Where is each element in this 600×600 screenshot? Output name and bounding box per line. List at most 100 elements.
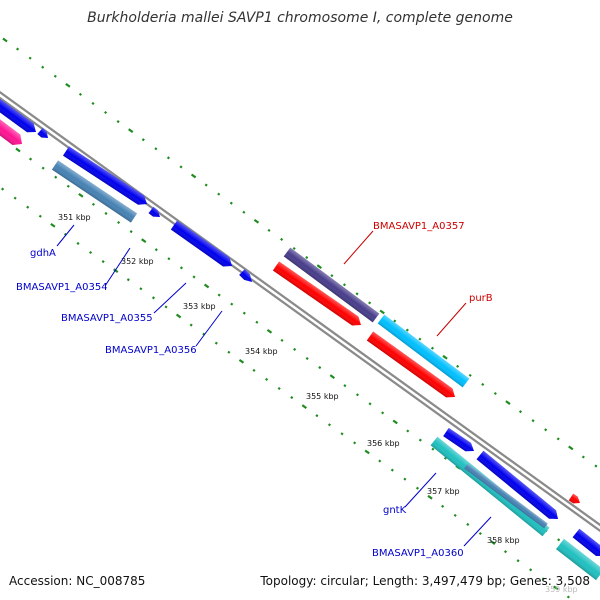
tick-dot bbox=[415, 486, 420, 490]
tick-dot bbox=[50, 222, 56, 228]
map-title: Burkholderia mallei SAVP1 chromosome I, … bbox=[87, 10, 513, 26]
tick-dot bbox=[292, 246, 296, 251]
tick-dot bbox=[29, 157, 33, 161]
tick-dot bbox=[305, 256, 309, 260]
gene-red-small[interactable] bbox=[568, 493, 582, 507]
tick-dot bbox=[1, 187, 5, 191]
gene-label-BMASAVP1_A0355[interactable]: BMASAVP1_A0355 bbox=[61, 313, 153, 324]
gene-label-BMASAVP1_A0356[interactable]: BMASAVP1_A0356 bbox=[105, 345, 197, 356]
tick-dot bbox=[167, 257, 171, 261]
tick-dot bbox=[453, 513, 457, 517]
tick-dot bbox=[418, 337, 422, 341]
tick-dot bbox=[318, 366, 322, 370]
tick-dot bbox=[227, 350, 231, 354]
tick-dot bbox=[390, 468, 394, 472]
tick-dot bbox=[217, 293, 221, 297]
tick-dot bbox=[392, 419, 398, 425]
tick-dot bbox=[192, 275, 196, 279]
tick-dot bbox=[265, 377, 269, 381]
gene-label-BMASAVP1_A0360[interactable]: BMASAVP1_A0360 bbox=[372, 548, 464, 559]
tick-dot bbox=[418, 438, 422, 442]
tick-dot bbox=[493, 391, 497, 396]
tick-dot bbox=[104, 110, 108, 115]
tick-dot bbox=[65, 82, 71, 88]
tick-dot bbox=[203, 283, 210, 289]
tick-dot bbox=[230, 302, 234, 306]
accession-text: Accession: NC_008785 bbox=[9, 574, 146, 588]
tick-dot bbox=[315, 414, 319, 418]
scale-label: 352 kbp bbox=[121, 257, 154, 266]
tick-dot bbox=[141, 138, 145, 142]
gene-purB[interactable] bbox=[377, 314, 470, 388]
tick-dot bbox=[406, 429, 410, 433]
tick-dot bbox=[76, 241, 80, 245]
gene-gdhA[interactable] bbox=[51, 160, 138, 223]
tick-dot bbox=[355, 393, 360, 397]
tick-dot bbox=[166, 156, 170, 160]
tick-dot bbox=[340, 432, 344, 436]
gene-red-1[interactable] bbox=[272, 261, 364, 329]
tick-dot bbox=[252, 368, 256, 372]
tick-dot bbox=[104, 211, 108, 215]
tick-dot bbox=[431, 447, 435, 451]
tick-dot bbox=[190, 173, 197, 179]
gene-BMASAVP1_A0357[interactable] bbox=[283, 247, 380, 323]
gene-pink[interactable] bbox=[0, 114, 26, 149]
gene-small-blue-2[interactable] bbox=[148, 206, 163, 220]
gene-label-gntK[interactable]: gntK bbox=[383, 505, 407, 516]
scale-label: 357 kbp bbox=[427, 487, 460, 496]
tick-dot bbox=[154, 147, 158, 151]
tick-dot bbox=[129, 230, 133, 234]
scale-label: 358 kbp bbox=[487, 536, 520, 545]
genome-backbone bbox=[0, 90, 600, 533]
tick-dot bbox=[217, 192, 221, 196]
gene-label-gdhA[interactable]: gdhA bbox=[30, 248, 56, 259]
tick-dot bbox=[481, 382, 485, 386]
tick-dot bbox=[393, 319, 397, 323]
tick-dot bbox=[26, 205, 30, 209]
gene-BMASAVP1_A0360[interactable] bbox=[464, 463, 548, 529]
scale-label: 355 kbp bbox=[306, 392, 339, 401]
gene-label-BMASAVP1_A0357[interactable]: BMASAVP1_A0357 bbox=[373, 221, 465, 232]
gene-BMASAVP1_A0356[interactable] bbox=[239, 269, 255, 285]
tick-dot bbox=[253, 218, 260, 224]
tick-dot bbox=[151, 296, 155, 300]
gene-labels: gdhA BMASAVP1_A0354 BMASAVP1_A0355 BMASA… bbox=[16, 221, 493, 559]
gene-blue-long[interactable] bbox=[476, 450, 562, 524]
tick-dot bbox=[531, 419, 535, 423]
tick-dot bbox=[13, 196, 17, 200]
tick-dot bbox=[505, 400, 511, 405]
gene-label-BMASAVP1_A0354[interactable]: BMASAVP1_A0354 bbox=[16, 282, 108, 293]
tick-dot bbox=[126, 278, 130, 282]
tick-dot bbox=[503, 550, 508, 554]
tick-dot bbox=[242, 311, 246, 315]
tick-dot bbox=[38, 214, 42, 218]
gene-red-2[interactable] bbox=[366, 331, 458, 402]
tick-dot bbox=[305, 356, 309, 361]
gene-BMASAVP1_A0355[interactable] bbox=[170, 220, 235, 271]
tick-dot bbox=[91, 202, 95, 206]
tick-dot bbox=[290, 396, 294, 400]
gene-turquoise-2[interactable] bbox=[556, 538, 600, 581]
gene-blue[interactable] bbox=[0, 97, 39, 137]
tick-dot bbox=[16, 47, 20, 51]
tick-dot bbox=[78, 192, 84, 198]
scale-label: 353 kbp bbox=[183, 302, 216, 311]
tick-dot bbox=[91, 101, 95, 105]
tick-dot bbox=[141, 238, 147, 244]
tick-dot bbox=[379, 309, 385, 315]
tick-dot bbox=[541, 577, 545, 581]
gene-blue-small[interactable] bbox=[37, 127, 50, 141]
scale-label: 351 kbp bbox=[58, 213, 91, 222]
tick-dot bbox=[364, 449, 370, 455]
gene-BMASAVP1_A0354[interactable] bbox=[62, 146, 150, 208]
gene-blue-edge[interactable] bbox=[572, 528, 600, 561]
tick-dot bbox=[566, 595, 570, 599]
tick-dot bbox=[405, 328, 409, 332]
tick-dot bbox=[116, 120, 120, 124]
tick-dot bbox=[293, 347, 297, 351]
tick-dot bbox=[89, 250, 93, 255]
gene-small-blue-3[interactable] bbox=[443, 427, 477, 455]
gene-label-purB[interactable]: purB bbox=[469, 293, 493, 304]
